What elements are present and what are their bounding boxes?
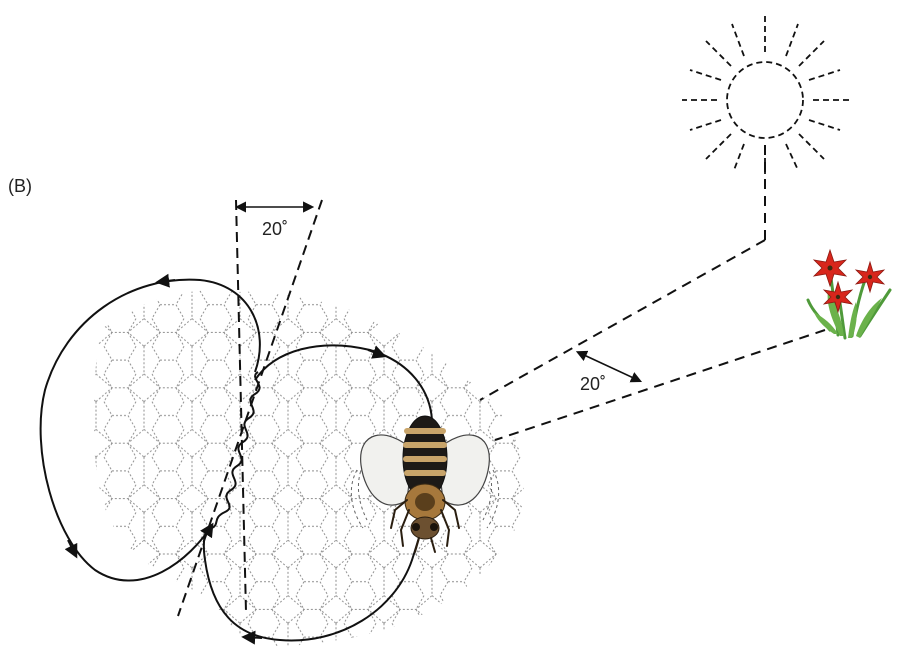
sun-direction-lines bbox=[480, 145, 825, 440]
sun-angle-marker: 20˚ bbox=[580, 355, 640, 394]
sun-angle-label: 20˚ bbox=[580, 374, 606, 394]
panel-label: (B) bbox=[8, 176, 32, 196]
vertical-angle-marker: 20˚ bbox=[244, 207, 312, 239]
left-loop-arrow-top bbox=[158, 280, 175, 282]
vertical-angle-label: 20˚ bbox=[262, 219, 288, 239]
flowers-icon bbox=[808, 250, 890, 338]
right-loop-arrow-bottom bbox=[244, 637, 262, 638]
bee-to-food-line bbox=[495, 330, 825, 440]
bee-to-sun-line bbox=[480, 240, 765, 400]
